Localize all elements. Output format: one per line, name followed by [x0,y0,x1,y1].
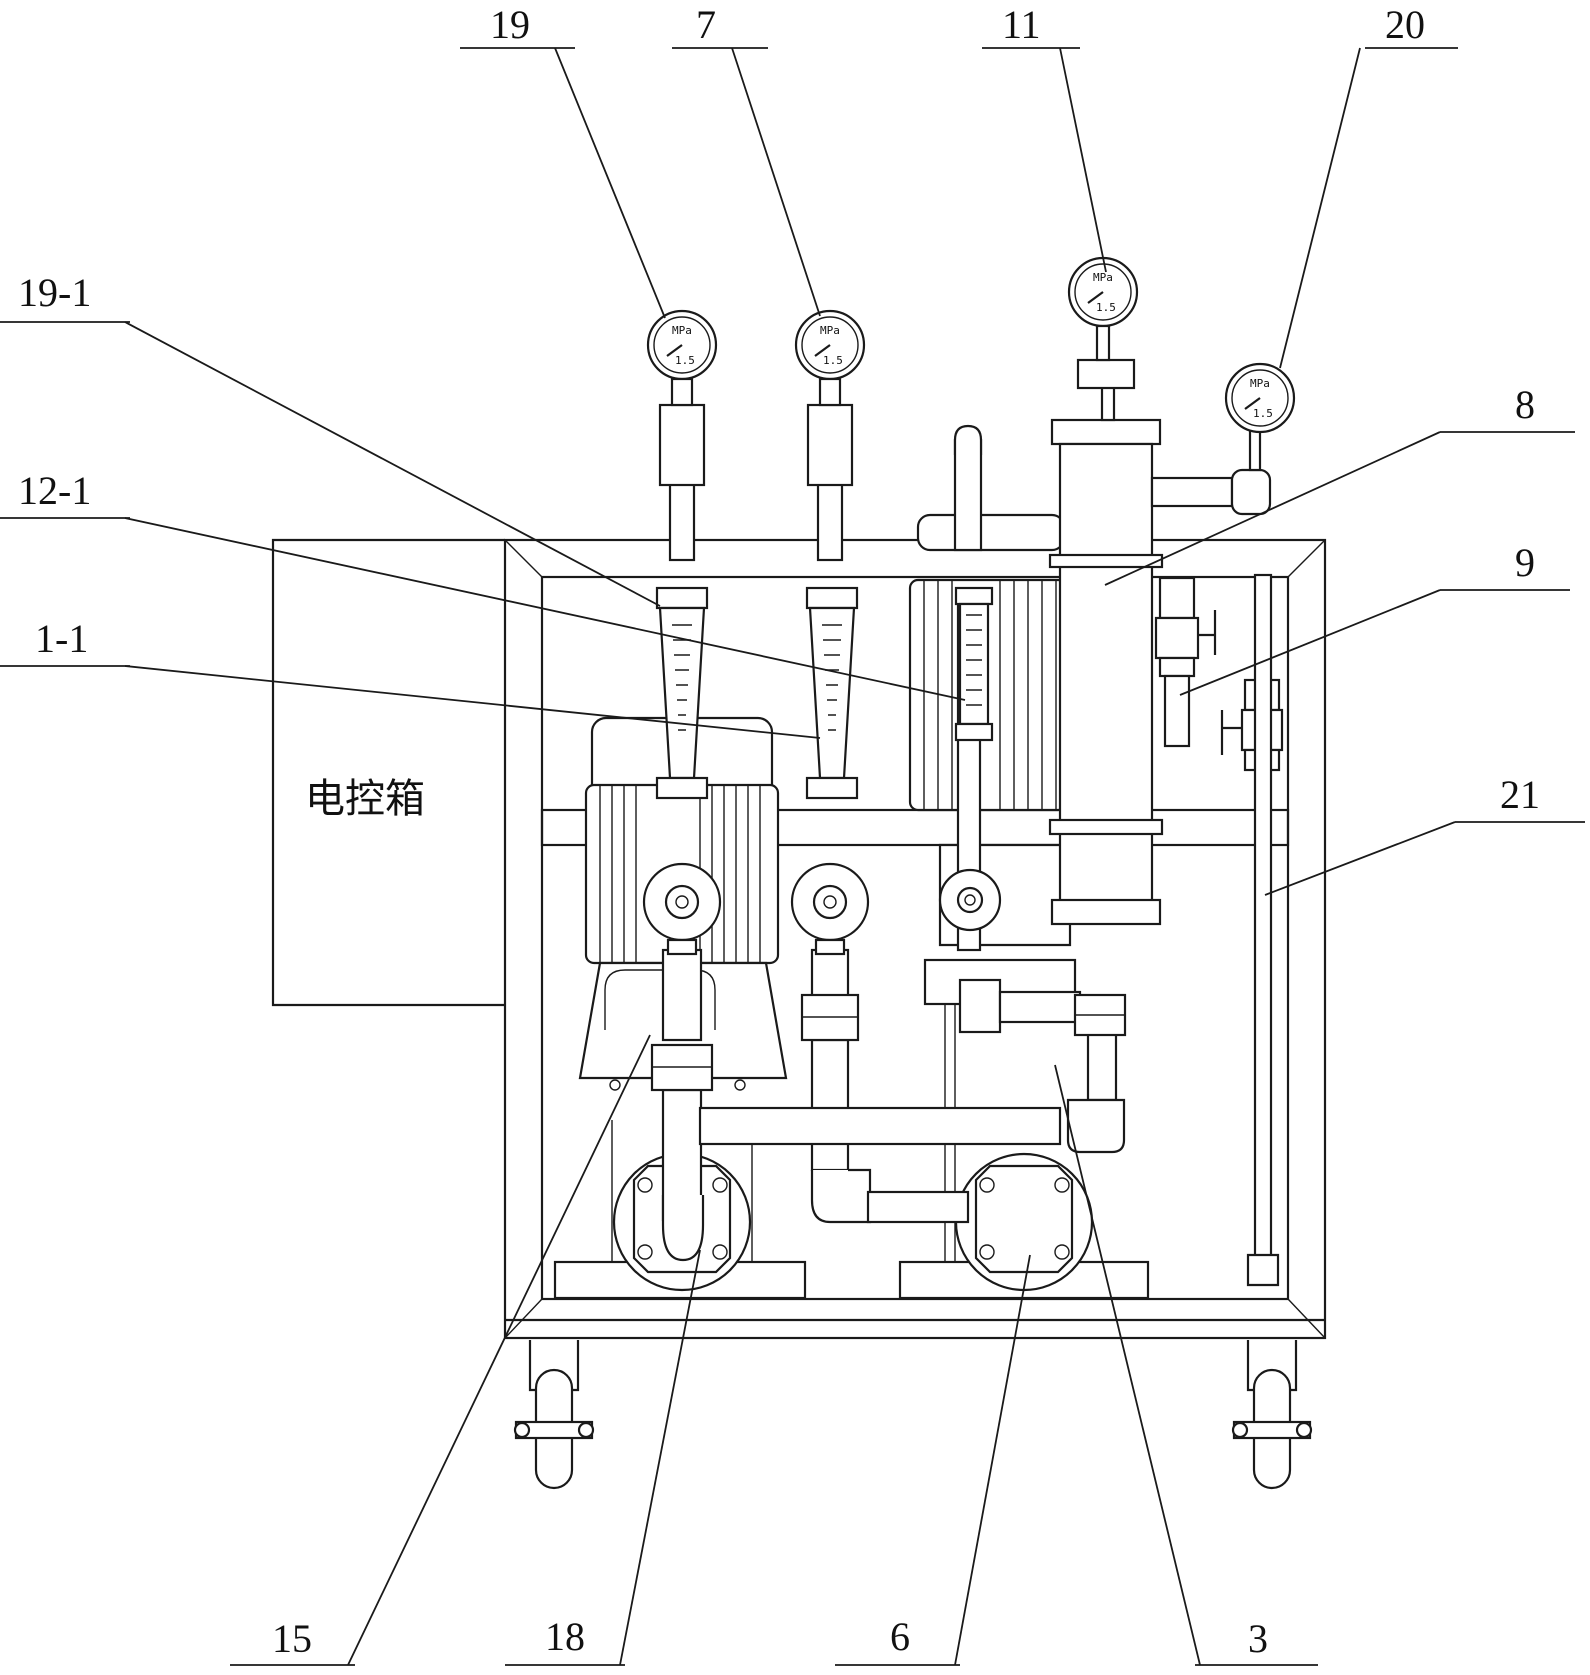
part-labels: 19 7 11 20 19-1 12-1 1-1 8 9 21 15 18 6 … [18,2,1540,1661]
gauge-value: 1.5 [823,354,843,367]
control-box: 电控箱 [271,538,505,1007]
flowmeter-left [655,586,709,800]
gauge-unit: MPa [1093,271,1113,284]
pressure-gauge-19: MPa 1.5 [646,309,718,407]
label-20: 20 [1385,2,1425,47]
flowmeter-right [954,586,994,742]
valve-handwheel-middle [790,862,870,956]
label-18: 18 [545,1614,585,1659]
valve-handwheel-right [938,868,1002,932]
gauge-unit: MPa [820,324,840,337]
pump-head-right [954,1152,1094,1292]
label-12-1: 12-1 [18,468,91,513]
valve-handwheel-left [642,862,722,956]
gauge-value: 1.5 [675,354,695,367]
caster-right [1231,1340,1313,1490]
pressure-gauge-20: MPa 1.5 [1224,362,1296,434]
label-8: 8 [1515,382,1535,427]
gauge-value: 1.5 [1253,407,1273,420]
caster-left [513,1340,595,1490]
pressure-gauge-7: MPa 1.5 [794,309,866,407]
leader-lines [0,47,1585,1666]
label-7: 7 [696,2,716,47]
label-6: 6 [890,1614,910,1659]
piping [658,403,1126,1262]
gauge-unit: MPa [672,324,692,337]
ball-valve-upper [1154,576,1217,748]
filter-column [1048,358,1272,926]
label-21: 21 [1500,772,1540,817]
pressure-gauge-11: MPa 1.5 [1067,256,1139,362]
control-box-label: 电控箱 [305,777,425,821]
gauge-unit: MPa [1250,377,1270,390]
union-fittings [650,993,1127,1092]
label-1-1: 1-1 [35,616,88,661]
label-3: 3 [1248,1616,1268,1661]
label-9: 9 [1515,540,1535,585]
label-15: 15 [272,1616,312,1661]
flowmeter-middle [805,586,859,800]
ball-valve-lower [1220,678,1284,772]
drain-pipe [1246,573,1280,1287]
label-19: 19 [490,2,530,47]
label-11: 11 [1002,2,1041,47]
gauge-value: 1.5 [1096,301,1116,314]
label-19-1: 19-1 [18,270,91,315]
